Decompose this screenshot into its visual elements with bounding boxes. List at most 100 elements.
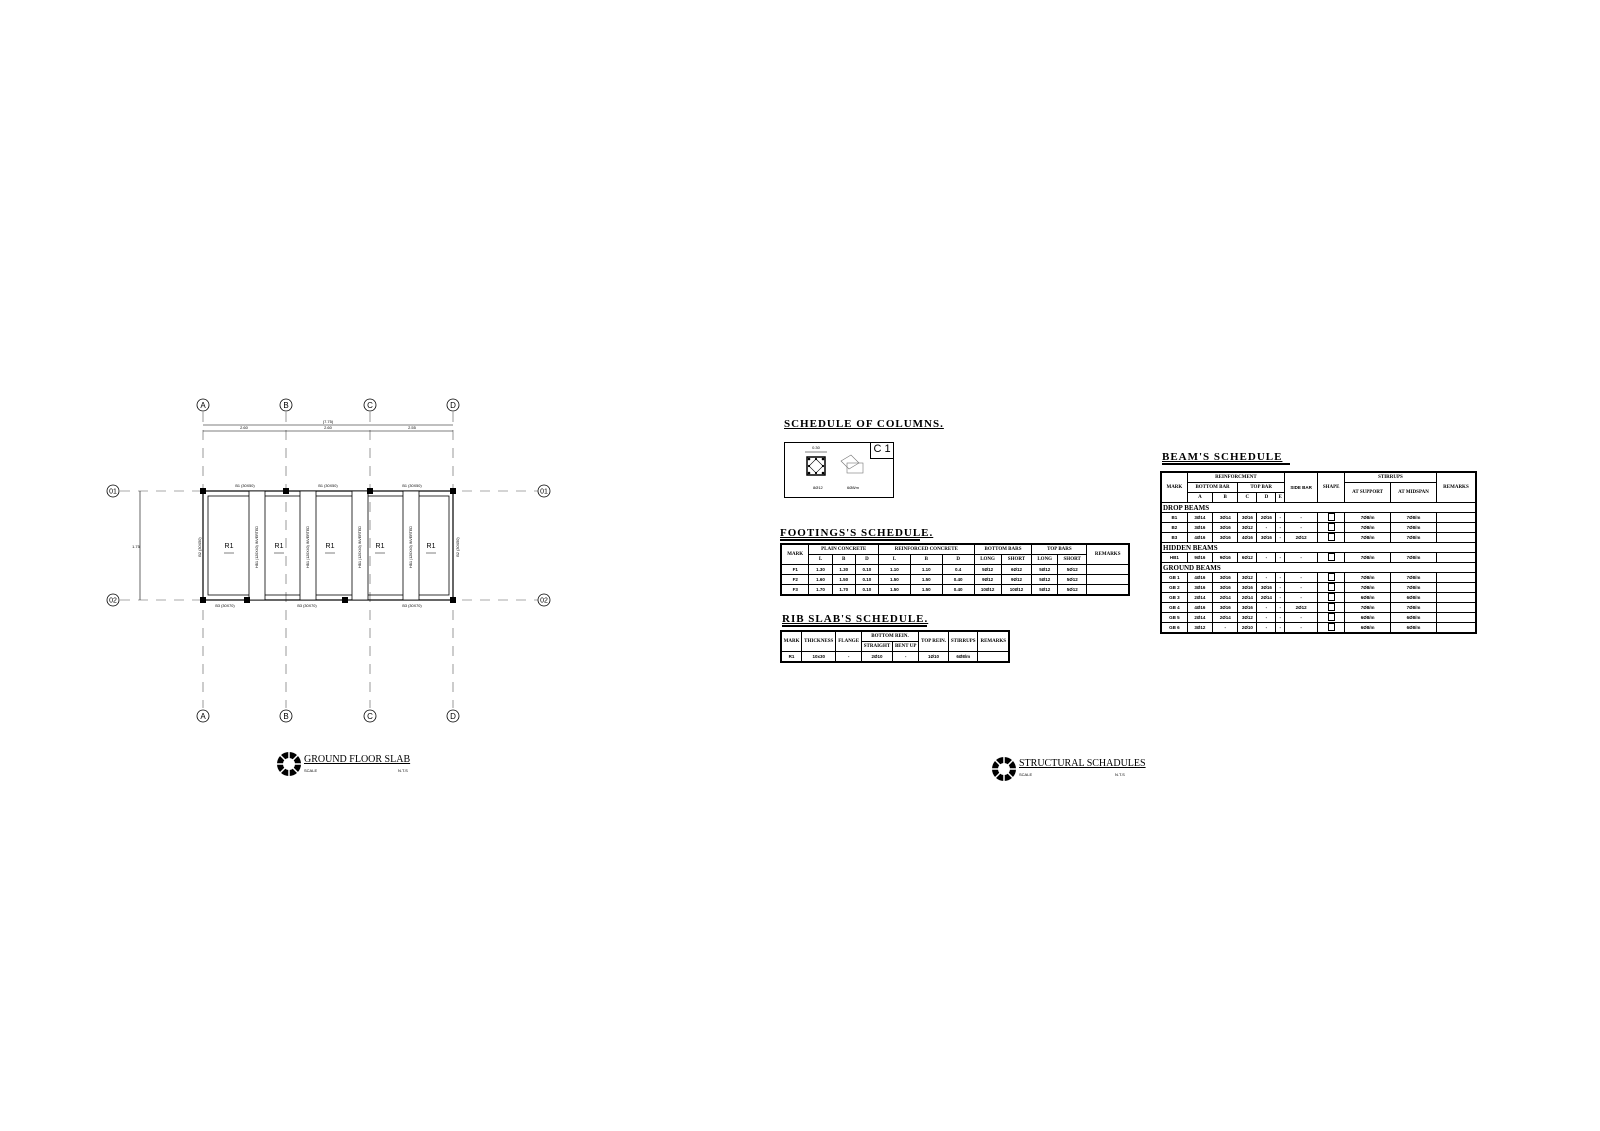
beam-label: B1 (30X50) [235, 484, 255, 488]
beam-label: B2 (30X50) [198, 537, 202, 557]
hidden-beam-label: HB1 (120X40) INVERTED [306, 526, 310, 568]
table-cell: GB 4 [1160, 602, 1188, 613]
table-cell: 3Ø16 [1186, 582, 1214, 593]
table-cell [977, 651, 1010, 663]
table-cell: 3Ø16 [1237, 582, 1258, 593]
table-cell: 2Ø16 [1256, 512, 1277, 523]
group-row: DROP BEAMS [1161, 502, 1476, 513]
table-cell: 3Ø16 [1212, 532, 1239, 543]
table-cell [1435, 622, 1477, 634]
column-header: E [1275, 492, 1285, 503]
table-cell: 1.50 [831, 574, 856, 585]
schedules-title: STRUCTURAL SCHADULES [1019, 758, 1146, 769]
column-header: SHORT [1000, 554, 1033, 565]
table-cell: 5Ø12 [973, 564, 1002, 575]
table-cell [1086, 574, 1130, 585]
table-cell: - [1275, 522, 1285, 533]
table-cell: - [1275, 512, 1285, 523]
dimension: 2.60 [324, 425, 333, 430]
hidden-beam-label: HB1 (120X40) INVERTED [409, 526, 413, 568]
table-cell: GB 3 [1160, 592, 1188, 603]
north-compass-icon [992, 757, 1016, 781]
table-cell: 0.10 [854, 584, 879, 596]
column-section-icon [805, 451, 864, 476]
table-cell: 4Ø16 [1237, 532, 1258, 543]
dimension-total: (7.75) [323, 419, 334, 424]
table-cell: - [1275, 592, 1285, 603]
hidden-beam [248, 490, 266, 601]
table-cell: 3Ø16 [1212, 572, 1239, 583]
table-cell: 7Ø8/m [1390, 572, 1437, 583]
table-cell: 3Ø12 [1237, 612, 1258, 623]
table-cell: B3 [1160, 532, 1188, 543]
table-cell: 2Ø14 [1212, 592, 1239, 603]
panel-label: R1 [376, 543, 385, 550]
slab-outline [202, 490, 454, 601]
table-cell: 6Ø8/m [1344, 622, 1392, 634]
table-cell: 0.4 [941, 564, 975, 575]
grid-bubble-row [537, 593, 551, 607]
grid-bubble-row [537, 484, 551, 498]
shape-icon [1317, 512, 1346, 523]
table-cell: 2Ø14 [1186, 612, 1214, 623]
grid-bubble-row [106, 484, 120, 498]
grid-bubble-bottom [446, 709, 460, 723]
column-size: 0.30 [812, 445, 820, 450]
column-header: REMARKS [1435, 471, 1477, 503]
table-cell: - [1275, 602, 1285, 613]
table-cell: 6Ø8/m [1390, 612, 1437, 623]
grid-label: D [450, 712, 456, 721]
table-cell: - [1284, 522, 1319, 533]
dimension: 2.60 [240, 425, 249, 430]
grid-label: 01 [540, 489, 548, 496]
table-cell: - [1284, 612, 1319, 623]
table-cell: 6Ø12 [1237, 552, 1258, 563]
beam-label: B2 (30X50) [456, 537, 460, 557]
grid-bubble-bottom [196, 709, 210, 723]
table-cell: 3Ø16 [1212, 602, 1239, 613]
dimension-vertical: 1.75 [132, 544, 141, 549]
table-cell: F2 [780, 574, 810, 585]
table-cell: 3Ø12 [1237, 572, 1258, 583]
grid-label: 02 [540, 598, 548, 605]
table-cell: 7Ø8/m [1344, 532, 1392, 543]
column-header: BOTTOM BAR [1186, 482, 1239, 493]
table-cell: 0.10 [854, 564, 879, 575]
table-cell: 7Ø8/m [1344, 602, 1392, 613]
panel-label: R1 [225, 543, 234, 550]
table-cell: 3Ø14 [1212, 512, 1239, 523]
column-header: TOP BAR [1237, 482, 1286, 493]
table-cell [1435, 552, 1477, 563]
table-cell: - [892, 651, 920, 663]
table-cell: 0.40 [941, 584, 975, 596]
plan-title: GROUND FLOOR SLAB [304, 754, 411, 765]
table-cell: 1.50 [877, 584, 911, 596]
plan-scale-value: N.T.S [398, 768, 408, 773]
grid-label: C [367, 401, 373, 410]
grid-label: A [200, 712, 206, 721]
table-cell: 7Ø8/m [1344, 522, 1392, 533]
table-cell [1435, 512, 1477, 523]
column-header: B [909, 554, 943, 565]
column-header: BENT UP [892, 641, 920, 652]
table-cell: 3Ø16 [1256, 582, 1277, 593]
column-header: PLAIN CONCRETE [808, 543, 879, 555]
table-cell: 1.10 [909, 564, 943, 575]
shape-icon [1317, 582, 1346, 593]
table-cell: 7Ø8/m [1344, 582, 1392, 593]
table-cell: 7Ø8/m [1390, 602, 1437, 613]
shape-icon [1317, 592, 1346, 603]
beams-schedule-title: BEAM'S SCHEDULE [1162, 451, 1290, 465]
table-cell: 1.70 [808, 584, 833, 596]
hidden-beam [299, 490, 317, 601]
table-cell: - [1275, 532, 1285, 543]
